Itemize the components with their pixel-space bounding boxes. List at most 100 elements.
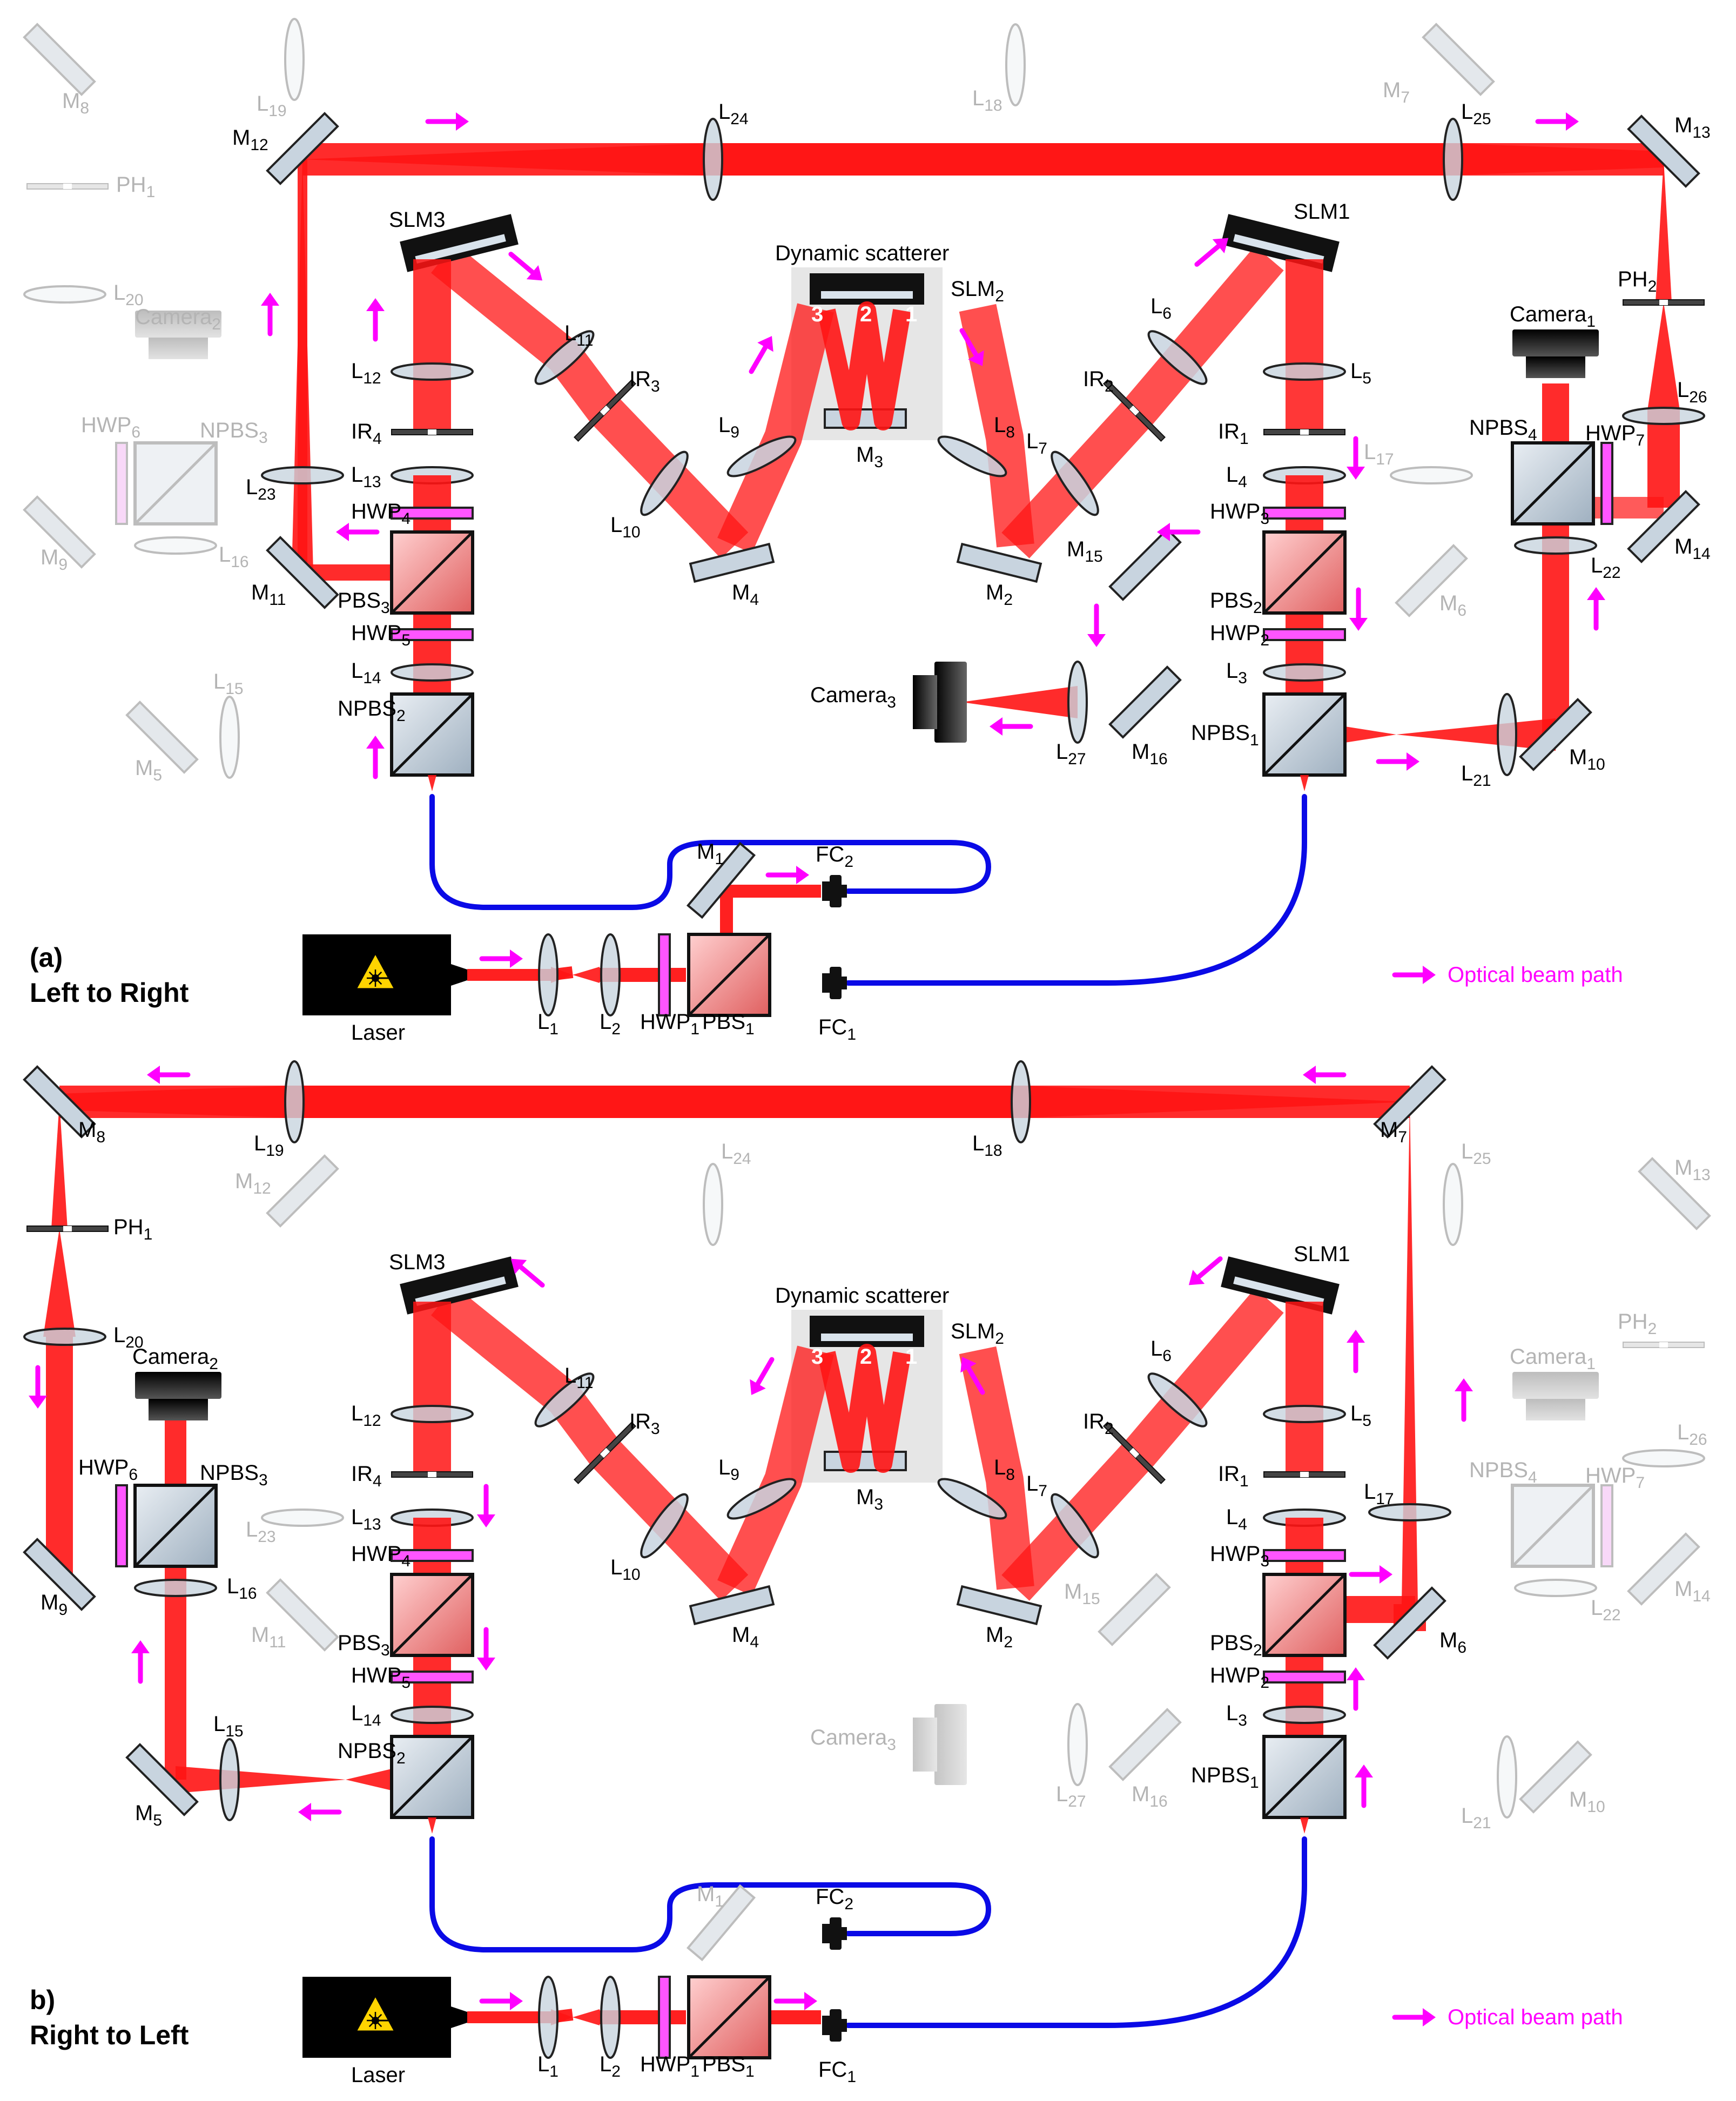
fiber-coupler-fc2	[822, 1917, 847, 1950]
hwp5	[391, 1671, 474, 1684]
label-hwp4: HWP4	[351, 500, 411, 528]
pbs1	[687, 933, 771, 1017]
lens-l21	[1497, 1735, 1517, 1819]
lens-l26	[1622, 407, 1705, 425]
label-l27: L27	[1056, 1782, 1086, 1810]
label-l16: L16	[219, 543, 249, 571]
slm1	[1221, 214, 1340, 272]
label-npbs2: NPBS2	[338, 1739, 406, 1767]
label-ir2: IR2	[1083, 367, 1114, 395]
label-l1: L1	[537, 2052, 559, 2080]
mirror-m9	[23, 495, 96, 569]
mirror-m4	[689, 542, 775, 583]
label-m15: M15	[1064, 1580, 1100, 1608]
beam-segment	[817, 301, 911, 430]
path-number-2: 2	[860, 1345, 872, 1369]
beam-segment	[717, 303, 834, 554]
label-ir1: IR1	[1218, 420, 1249, 448]
beam-segment	[1001, 1288, 1284, 1601]
label-m9: M9	[41, 546, 68, 574]
mirror-m11	[266, 1578, 339, 1652]
mirror-m1	[686, 1884, 756, 1962]
label-l22: L22	[1591, 554, 1621, 582]
npbs4	[1511, 441, 1595, 526]
label-l18: L18	[972, 1132, 1002, 1160]
label-slm1: SLM1	[1294, 200, 1350, 224]
label-npbs4: NPBS4	[1469, 1458, 1537, 1486]
mirror-m2	[956, 542, 1042, 583]
label-l20: L20	[113, 1323, 144, 1351]
lens-l5	[1263, 1405, 1346, 1423]
beam-cone	[573, 2009, 600, 2025]
label-pbs3: PBS3	[338, 589, 390, 617]
label-pbs1: PBS1	[702, 2052, 755, 2080]
beam-cone	[294, 1086, 1021, 1118]
label-m7: M7	[1380, 1118, 1407, 1146]
lens-l22	[1514, 1579, 1597, 1597]
label-hwp3: HWP3	[1210, 1542, 1269, 1570]
beam-cone	[292, 159, 313, 573]
label-hwp7: HWP7	[1585, 421, 1645, 449]
mirror-m15	[1098, 1573, 1171, 1646]
label-npbs3: NPBS3	[200, 419, 268, 447]
label-l12: L12	[351, 1402, 381, 1430]
optical-fiber	[845, 1836, 1307, 2028]
hwp6	[115, 442, 128, 525]
direction-arrow-icon	[1455, 1378, 1473, 1422]
direction-arrow-icon	[147, 1066, 191, 1084]
label-hwp2: HWP2	[1210, 621, 1269, 649]
optical-fiber	[429, 1836, 992, 1952]
slm2	[810, 273, 924, 305]
label-ir2: IR2	[1083, 1410, 1114, 1438]
lens-l24	[703, 118, 723, 201]
direction-arrow-icon	[1194, 238, 1229, 267]
pbs1	[687, 1975, 771, 2059]
direction-arrow-icon	[477, 1627, 495, 1671]
label-npbs4: NPBS4	[1469, 416, 1537, 444]
label-camera3: Camera3	[810, 1726, 896, 1754]
npbs1	[1262, 692, 1347, 777]
label-m4: M4	[732, 1623, 759, 1651]
lens-l27	[1067, 1703, 1088, 1786]
npbs2	[390, 692, 474, 777]
beam-cone	[1345, 726, 1396, 743]
direction-arrow-icon	[1392, 966, 1436, 984]
lens-l11	[534, 1372, 595, 1427]
mirror-m12	[266, 112, 339, 185]
label-l17: L17	[1364, 440, 1394, 468]
direction-arrow-icon	[749, 336, 773, 374]
legend-text: Optical beam path	[1448, 2005, 1623, 2029]
label-slm1: SLM1	[1294, 1242, 1350, 1266]
label-hwp1: HWP1	[640, 1010, 699, 1038]
lens-l9	[726, 435, 797, 477]
path-number-2: 2	[860, 302, 872, 326]
beam-cone	[1448, 143, 1664, 176]
direction-arrow-icon	[1347, 1330, 1365, 1373]
lens-l25	[1443, 1163, 1463, 1246]
pbs2	[1262, 530, 1347, 615]
direction-arrow-icon	[366, 298, 385, 342]
mirror-m15	[1108, 528, 1182, 601]
label-m1: M1	[697, 840, 724, 868]
hwp1	[658, 1976, 671, 2059]
label-pbs2: PBS2	[1210, 589, 1262, 617]
label-camera1: Camera1	[1510, 302, 1596, 331]
panel-b-tag: b)	[30, 1985, 55, 2015]
label-l1: L1	[537, 1010, 559, 1038]
direction-arrow-icon	[508, 252, 543, 281]
label-ph1: PH1	[113, 1215, 152, 1243]
label-camera2: Camera2	[132, 1345, 218, 1373]
beam-cone	[302, 143, 708, 176]
direction-arrow-icon	[336, 523, 380, 541]
label-ph2: PH2	[1618, 1310, 1657, 1338]
label-npbs2: NPBS2	[338, 697, 406, 725]
label-l24: L24	[721, 1140, 751, 1168]
label-m14: M14	[1674, 1577, 1711, 1605]
label-m10: M10	[1569, 745, 1605, 773]
fiber-coupler-fc2	[822, 875, 847, 907]
label-npbs1: NPBS1	[1191, 721, 1259, 749]
direction-arrow-icon	[29, 1365, 47, 1409]
lens-l15	[219, 1738, 240, 1821]
label-l11: L11	[564, 1364, 593, 1392]
label-pbs2: PBS2	[1210, 1631, 1262, 1659]
